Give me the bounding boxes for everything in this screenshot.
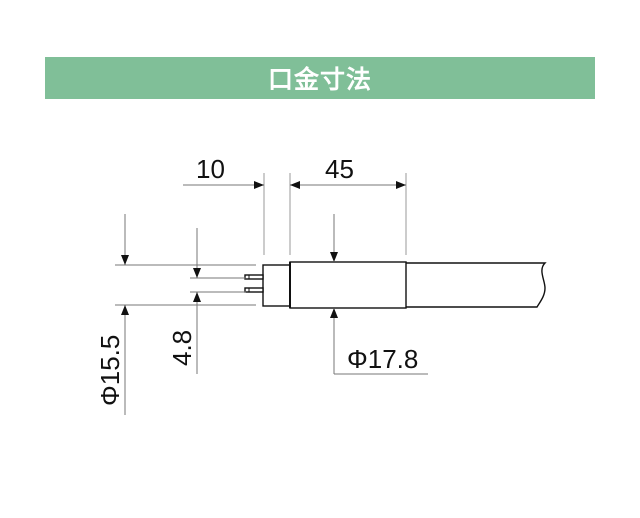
pin-spacing-label: 4.8	[167, 330, 197, 366]
cap-body	[289, 261, 407, 309]
pin-spacing-dimension: 4.8	[167, 228, 246, 374]
pin-lower	[244, 287, 264, 293]
tube	[406, 262, 547, 308]
cap-length-dimension: 45	[289, 154, 407, 255]
cap-diameter-label: Φ15.5	[95, 335, 125, 406]
cap-base	[262, 264, 291, 307]
tube-diameter-label: Φ17.8	[347, 344, 418, 374]
pin-length-label: 10	[196, 154, 225, 184]
pin-upper	[244, 274, 264, 280]
section-title: 口金寸法	[267, 65, 372, 94]
section-header: 口金寸法	[45, 57, 595, 99]
cap-length-label: 45	[325, 154, 354, 184]
lamp-drawing	[244, 261, 547, 309]
cap-diameter-dimension: Φ15.5	[95, 214, 256, 415]
tube-diameter-dimension: Φ17.8	[330, 214, 428, 375]
pin-length-dimension: 10	[183, 154, 265, 255]
